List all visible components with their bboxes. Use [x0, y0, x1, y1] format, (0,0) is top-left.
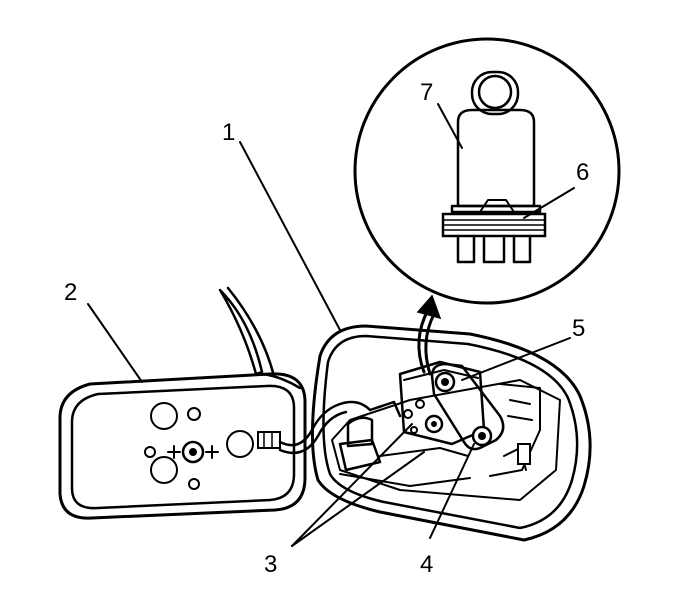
- callout-3: 3: [264, 551, 277, 578]
- leader-3a: [291, 423, 413, 547]
- leader-6: [523, 187, 575, 219]
- leader-1: [239, 141, 341, 331]
- callout-4: 4: [420, 551, 433, 578]
- relay-terminal-middle: [482, 234, 506, 264]
- callout-1: 1: [222, 119, 235, 146]
- detail-circle: [353, 37, 621, 305]
- pivot-hole-right: [226, 430, 254, 458]
- detail-inset: [353, 37, 621, 305]
- relay-tab: [479, 199, 515, 213]
- callout-2: 2: [64, 279, 77, 306]
- relay-clip-band: [441, 212, 547, 238]
- detail-arrow: [416, 294, 442, 376]
- leader-lines: [87, 103, 575, 547]
- relay-bracket: [424, 362, 505, 451]
- leader-7: [437, 103, 463, 149]
- pivot-hole-top: [150, 402, 178, 430]
- pivot-hole-bottom: [150, 456, 178, 484]
- mirror-housing: [218, 286, 592, 542]
- callout-6: 6: [576, 159, 589, 186]
- mirror-glass: [58, 372, 372, 520]
- callout-7: 7: [420, 79, 433, 106]
- relay-knob-cap: [477, 74, 513, 110]
- relay-knob: [470, 70, 520, 116]
- housing-flap: [218, 288, 264, 376]
- housing-linkage: [489, 383, 541, 477]
- leader-2: [87, 303, 143, 383]
- callout-5: 5: [572, 315, 585, 342]
- housing-outer-shell: [311, 324, 592, 542]
- relay-component: [441, 70, 547, 264]
- glass-outer-edge: [58, 372, 307, 520]
- relay-terminal-left: [456, 234, 476, 264]
- relay-terminal-right: [512, 234, 532, 264]
- leader-5: [461, 337, 571, 381]
- callout-labels: 1 2 3 4 5 6 7: [64, 79, 589, 578]
- housing-inner-rim: [322, 334, 579, 530]
- glass-connector: [257, 431, 281, 449]
- wire-plug: [338, 400, 402, 472]
- leader-4: [429, 443, 475, 539]
- relay-body: [456, 108, 536, 208]
- leader-3b: [291, 451, 425, 547]
- glass-inner-edge: [70, 384, 296, 510]
